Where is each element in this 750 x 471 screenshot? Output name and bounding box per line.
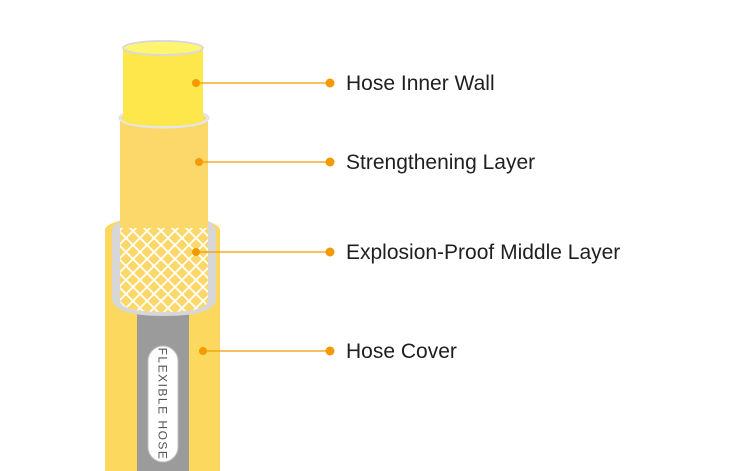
- label-strengthening: Strengthening Layer: [346, 151, 536, 174]
- inner-wall-body: [123, 48, 203, 120]
- leader-dot-end: [325, 247, 335, 257]
- leader-middle: [192, 247, 335, 257]
- hose-text-label: FLEXIBLE HOSE: [155, 347, 169, 461]
- hose-text: FLEXIBLE HOSE: [146, 347, 178, 461]
- label-cover: Hose Cover: [346, 340, 457, 363]
- label-inner-wall: Hose Inner Wall: [346, 72, 495, 95]
- leader-dot-start: [199, 347, 207, 355]
- leader-cover: [199, 346, 335, 356]
- leader-dot-end: [325, 78, 335, 88]
- leader-inner-wall: [192, 78, 335, 88]
- strengthening-layer: [118, 107, 210, 228]
- hose-text-badge: [147, 345, 179, 463]
- strengthening-body: [120, 118, 208, 228]
- inner-wall-top-ellipse: [122, 40, 204, 56]
- leader-strengthening: [195, 157, 335, 167]
- leader-dot-start: [195, 158, 203, 166]
- leader-dot-end: [325, 346, 335, 356]
- mesh-pattern: [120, 212, 208, 312]
- leader-dot-end: [325, 157, 335, 167]
- leader-dot-start: [192, 79, 200, 87]
- inner-wall: [122, 40, 204, 126]
- label-middle-layer: Explosion-Proof Middle Layer: [346, 241, 621, 264]
- leader-dot-start: [192, 248, 200, 256]
- inner-wall-bottom: [123, 114, 203, 126]
- middle-layer: [120, 212, 208, 312]
